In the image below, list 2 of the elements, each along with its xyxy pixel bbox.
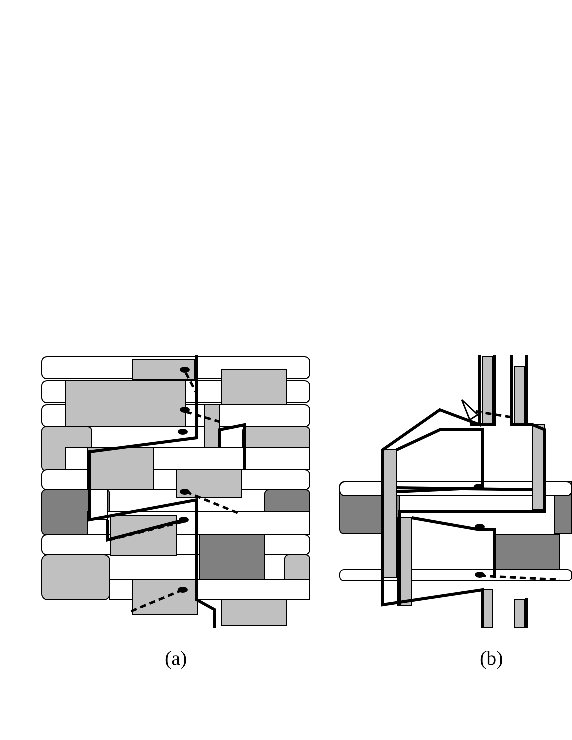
panel-caption: (b) [480, 648, 504, 670]
panel-caption: (a) [165, 648, 188, 670]
